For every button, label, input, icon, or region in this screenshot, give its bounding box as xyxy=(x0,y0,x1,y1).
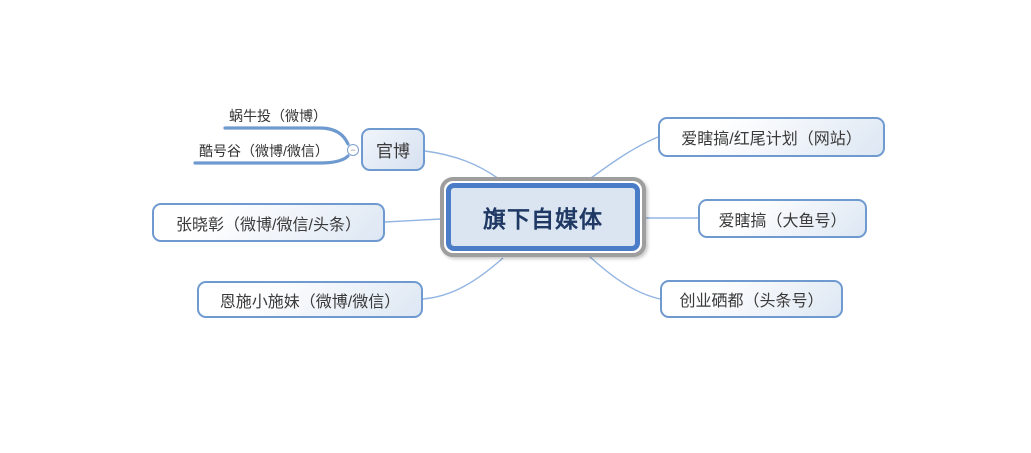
central-topic-inner: 旗下自媒体 xyxy=(446,183,640,251)
subtopic-line-kuhaogu xyxy=(193,154,350,165)
topic-dayuhao[interactable]: 爱瞎搞（大鱼号） xyxy=(698,199,867,238)
connector-central-zhangxiaozhang xyxy=(384,218,442,223)
topic-guanbo-label: 官博 xyxy=(376,142,410,161)
topic-website-label: 爱瞎搞/红尾计划（网站） xyxy=(681,131,862,148)
subtopic-kuhaogu[interactable]: 酷号谷（微博/微信） xyxy=(196,141,332,161)
subtopic-line-woniutou xyxy=(223,126,350,146)
topic-toutiaohao-label: 创业硒都（头条号） xyxy=(679,293,824,310)
topic-zhangxiaozhang[interactable]: 张晓彰（微博/微信/头条） xyxy=(152,203,385,242)
topic-guanbo[interactable]: 官博 xyxy=(361,128,425,171)
topic-toutiaohao[interactable]: 创业硒都（头条号） xyxy=(660,280,843,318)
central-topic-label: 旗下自媒体 xyxy=(483,206,603,232)
collapse-toggle[interactable]: − xyxy=(347,144,359,156)
topic-website[interactable]: 爱瞎搞/红尾计划（网站） xyxy=(658,117,885,157)
collapse-toggle-symbol: − xyxy=(350,144,356,155)
connector-central-enshixiaoshimei xyxy=(421,257,504,300)
subtopic-woniutou[interactable]: 蜗牛投（微博） xyxy=(226,106,330,126)
connector-central-website xyxy=(590,136,659,179)
topic-enshixiaoshimei[interactable]: 恩施小施妹（微博/微信） xyxy=(197,281,423,318)
topic-enshixiaoshimei-label: 恩施小施妹（微博/微信） xyxy=(219,293,401,311)
subtopic-kuhaogu-label: 酷号谷（微博/微信） xyxy=(199,143,329,159)
topic-zhangxiaozhang-label: 张晓彰（微博/微信/头条） xyxy=(176,216,361,234)
connector-central-guanbo xyxy=(424,150,500,180)
subtopic-woniutou-label: 蜗牛投（微博） xyxy=(229,108,327,124)
topic-dayuhao-label: 爱瞎搞（大鱼号） xyxy=(718,212,847,230)
central-topic[interactable]: 旗下自媒体 xyxy=(440,177,646,257)
connector-central-toutiaohao xyxy=(588,255,661,300)
